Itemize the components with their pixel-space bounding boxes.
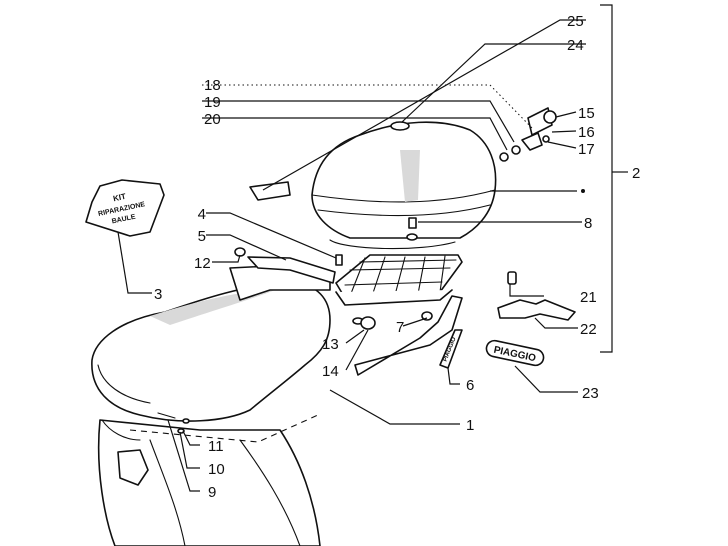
callout-9: 9 xyxy=(208,484,216,501)
key-clips xyxy=(499,132,550,162)
piaggio-badge: PIAGGIO xyxy=(485,339,545,367)
callout-24: 24 xyxy=(567,37,584,54)
callout-15: 15 xyxy=(578,105,595,122)
callout-3: 3 xyxy=(154,286,162,303)
callout-19: 19 xyxy=(204,94,221,111)
callout-14: 14 xyxy=(322,363,339,380)
leader-lines xyxy=(117,19,586,492)
top-box xyxy=(311,121,497,250)
callout-16: 16 xyxy=(578,124,595,141)
callout-17: 17 xyxy=(578,141,595,158)
callout-12: 12 xyxy=(194,255,211,272)
mounting-clamp xyxy=(497,271,576,321)
callout-numbers: 25 24 18 19 20 15 16 17 2 8 4 5 12 3 21 … xyxy=(154,13,640,501)
kit-label-line1: KIT xyxy=(112,192,127,204)
callout-21: 21 xyxy=(580,289,597,306)
kit-label-line3: BAULE xyxy=(111,214,136,226)
repair-kit-bag: KIT RIPARAZIONE BAULE xyxy=(85,179,165,237)
callout-8: 8 xyxy=(584,215,592,232)
callout-25: 25 xyxy=(567,13,584,30)
callout-22: 22 xyxy=(580,321,597,338)
callout-6: 6 xyxy=(466,377,474,394)
callout-20: 20 xyxy=(204,111,221,128)
left-grab-rail xyxy=(247,256,336,284)
rear-rack xyxy=(335,254,463,306)
scooter-body xyxy=(97,414,321,546)
callout-1: 1 xyxy=(466,417,474,434)
right-grab-rail xyxy=(354,295,463,376)
callout-4: 4 xyxy=(198,206,206,223)
lower-fasteners xyxy=(157,412,190,434)
hinge-screw xyxy=(406,217,418,241)
spacer-nuts xyxy=(352,311,433,330)
callout-18: 18 xyxy=(204,77,221,94)
rubber-pad xyxy=(249,181,291,201)
callout-7: 7 xyxy=(396,319,404,336)
callout-13: 13 xyxy=(322,336,339,353)
lock-cylinder xyxy=(527,107,557,136)
callout-5: 5 xyxy=(198,228,206,245)
group-bracket xyxy=(600,4,628,353)
callout-11: 11 xyxy=(208,438,224,455)
callout-2: 2 xyxy=(632,165,640,182)
callout-23: 23 xyxy=(582,385,599,402)
callout-10: 10 xyxy=(208,461,225,478)
rack-screws xyxy=(234,247,343,266)
